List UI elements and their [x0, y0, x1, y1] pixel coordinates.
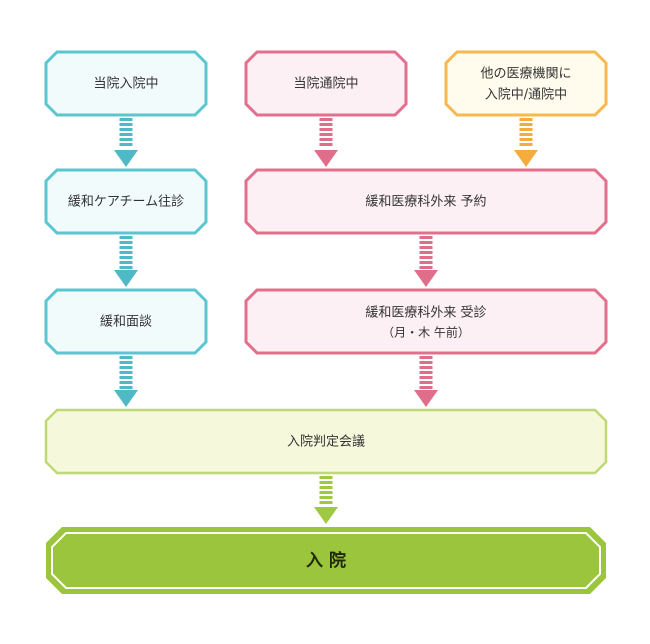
node-consultation-line1: 緩和医療科外来 受診 — [365, 305, 486, 321]
node-inpatient-label: 当院入院中 — [93, 77, 158, 92]
arrow-reservation-to-consultation — [414, 236, 438, 287]
admission-inner-border — [51, 532, 601, 589]
node-admission-label: 入 院 — [306, 550, 346, 571]
arrow-inpatient-to-team-visit — [114, 118, 138, 167]
arrow-interview-to-conference — [114, 356, 138, 407]
node-consultation: 緩和医療科外来 受診 （月・木 午前） — [244, 288, 608, 355]
arrow-conference-to-admission — [314, 476, 338, 524]
arrow-consultation-to-conference — [414, 356, 438, 407]
node-consultation-line2: （月・木 午前） — [382, 325, 470, 340]
node-other-institution-line1: 他の医療機関に — [480, 67, 571, 82]
node-interview: 緩和面談 — [44, 288, 208, 355]
node-admission: 入 院 — [46, 527, 606, 594]
node-other-institution-line2: 入院中/通院中 — [485, 88, 567, 103]
arrow-outpatient-to-reservation — [314, 118, 338, 167]
node-reservation: 緩和医療科外来 予約 — [244, 168, 608, 235]
node-inpatient: 当院入院中 — [44, 50, 208, 117]
node-conference-label: 入院判定会議 — [287, 435, 365, 450]
node-reservation-label: 緩和医療科外来 予約 — [365, 195, 486, 210]
admission-outer — [46, 527, 606, 594]
arrow-other-to-reservation — [514, 118, 538, 167]
node-outpatient-label: 当院通院中 — [293, 77, 358, 92]
node-team-visit: 緩和ケアチーム往診 — [44, 168, 208, 235]
node-conference: 入院判定会議 — [44, 408, 608, 475]
node-other-institution: 他の医療機関に 入院中/通院中 — [444, 50, 608, 117]
arrow-team-visit-to-interview — [114, 236, 138, 287]
node-interview-label: 緩和面談 — [100, 314, 152, 330]
node-outpatient: 当院通院中 — [244, 50, 408, 117]
node-team-visit-label: 緩和ケアチーム往診 — [68, 194, 184, 210]
